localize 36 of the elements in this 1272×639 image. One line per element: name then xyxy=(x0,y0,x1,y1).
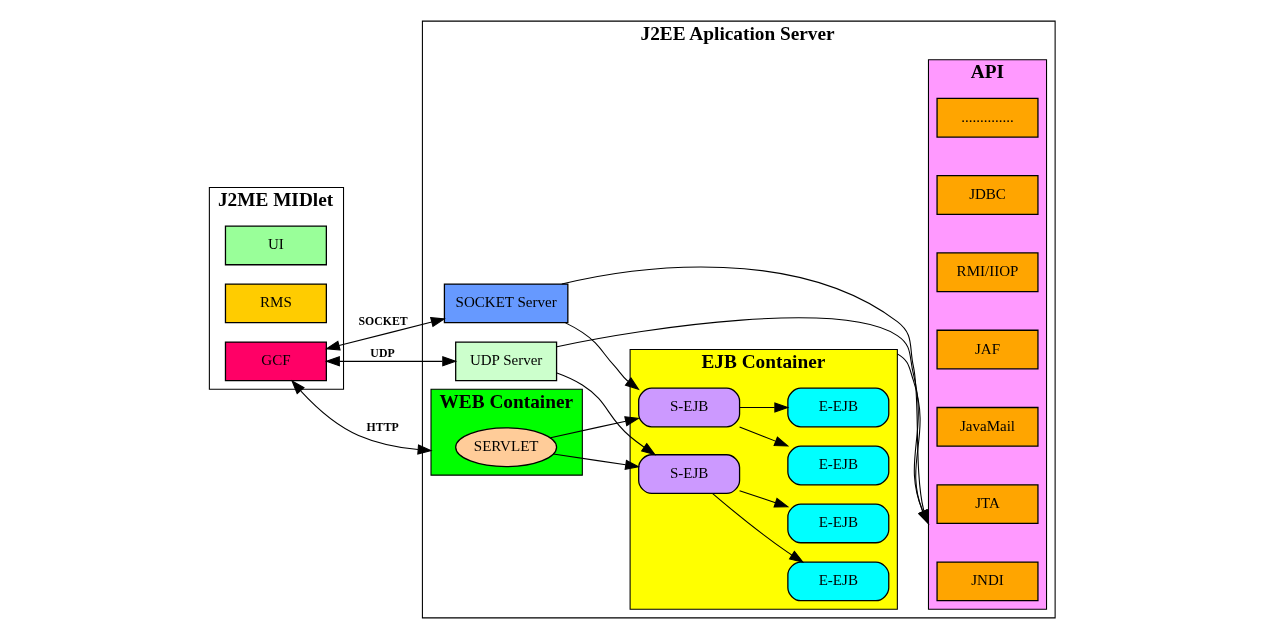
arrow xyxy=(552,453,641,470)
arrow xyxy=(324,317,446,351)
arrow xyxy=(739,490,790,508)
node-box: SOCKET Server xyxy=(443,283,569,324)
node-box: GCF xyxy=(224,341,327,382)
edge-label: HTTP xyxy=(366,419,399,434)
node-box: RMI/IIOP xyxy=(936,252,1039,293)
arrow xyxy=(565,322,640,391)
arrow xyxy=(739,402,790,413)
node-box: JAF xyxy=(936,329,1039,370)
arrow xyxy=(561,266,930,525)
node-box: JDBC xyxy=(936,175,1039,215)
edge-label: SOCKET xyxy=(358,313,408,328)
node-box: E-EJB xyxy=(787,445,890,486)
node-box: E-EJB xyxy=(787,561,890,602)
edge-label: UDP xyxy=(370,345,395,360)
arrow xyxy=(291,379,433,455)
arrow xyxy=(711,492,805,563)
node-box: JTA xyxy=(936,484,1039,525)
node-box: E-EJB xyxy=(787,387,890,428)
node-box: UI xyxy=(224,225,327,266)
arrow xyxy=(324,356,458,367)
node-box: JNDI xyxy=(936,561,1039,602)
arrow xyxy=(556,372,657,456)
arrow xyxy=(896,353,930,525)
node-box: S-EJB xyxy=(638,387,741,428)
node-box: E-EJB xyxy=(787,503,890,544)
node-box: RMS xyxy=(224,283,327,324)
node-box: .............. xyxy=(936,97,1039,138)
arrow xyxy=(556,317,930,525)
arrow xyxy=(739,426,790,447)
node-box: UDP Server xyxy=(455,341,558,382)
arrow xyxy=(550,416,640,439)
node-box: JavaMail xyxy=(936,406,1039,447)
node-box: S-EJB xyxy=(638,454,741,494)
node-ellipse: SERVLET xyxy=(455,427,558,468)
